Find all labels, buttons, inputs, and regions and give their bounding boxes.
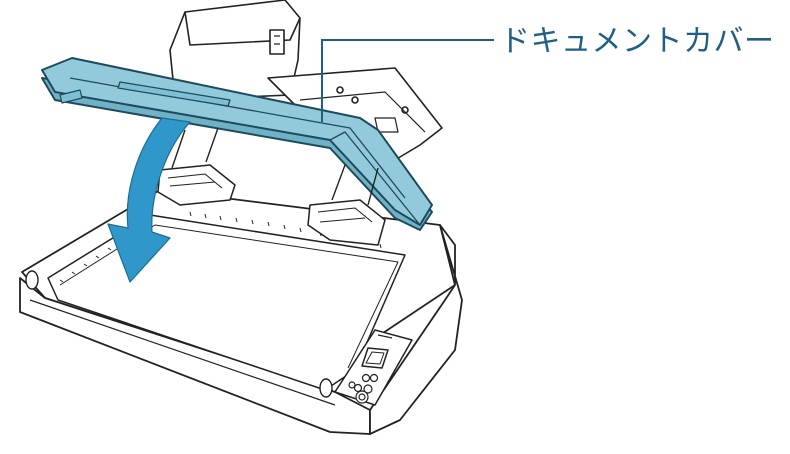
hinge bbox=[157, 164, 236, 206]
callout-label-document-cover: ドキュメントカバー bbox=[500, 24, 775, 59]
document-cover bbox=[41, 57, 433, 231]
callout-leader bbox=[321, 39, 494, 122]
panel-buttons bbox=[348, 373, 379, 404]
glass-clip bbox=[25, 270, 333, 398]
close-direction-arrow bbox=[107, 117, 191, 283]
hinge bbox=[307, 199, 386, 246]
cover-support-arms bbox=[171, 127, 379, 206]
scanner-back-unit bbox=[169, 0, 443, 161]
